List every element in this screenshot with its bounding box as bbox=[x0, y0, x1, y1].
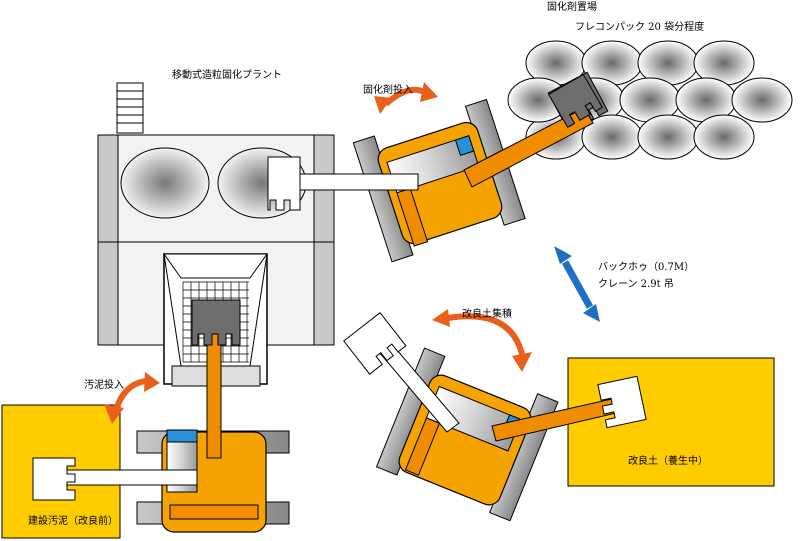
improved-soil-curing-label: 改良土（養生中） bbox=[628, 456, 708, 467]
flexible-bag bbox=[693, 114, 755, 160]
solidifier-yard-label: 固化剤置場 bbox=[547, 2, 597, 13]
sludge-before-label: 建設汚泥（改良前） bbox=[28, 516, 118, 527]
swing-arrow-sludge bbox=[104, 372, 160, 424]
mixing-drum-left bbox=[120, 147, 210, 219]
plant-conveyor-arm bbox=[267, 156, 419, 211]
travel-arrow bbox=[554, 246, 600, 322]
backhoe-arm-improved bbox=[343, 311, 647, 442]
backhoe-solidifier bbox=[352, 98, 526, 263]
backhoe-spec-label: バックホゥ（0.7M） bbox=[598, 262, 695, 273]
backhoe-arm-solidifier bbox=[463, 73, 604, 188]
swing-arrow-improved bbox=[432, 309, 532, 372]
ladder bbox=[116, 82, 144, 134]
cab-window bbox=[166, 429, 198, 443]
solidifier-input-label: 固化剤投入 bbox=[363, 85, 413, 96]
cab-window bbox=[454, 135, 475, 156]
sludge-input-label: 汚泥投入 bbox=[84, 380, 124, 391]
plant-label: 移動式造粒固化プラント bbox=[172, 70, 282, 81]
flexible-bags-label: フレコンパック 20 袋分程度 bbox=[575, 22, 705, 33]
flexible-bag bbox=[637, 114, 699, 160]
backhoe-sludge bbox=[32, 299, 290, 533]
improved-soil-stack-label: 改良土集積 bbox=[462, 309, 512, 320]
improved-soil-area bbox=[567, 357, 775, 487]
crane-spec-label: クレーン 2.9t 吊 bbox=[598, 279, 674, 290]
swing-arrow-solidifier bbox=[374, 82, 438, 114]
flexible-bag bbox=[731, 77, 793, 123]
flexible-bag-stack bbox=[507, 40, 793, 160]
